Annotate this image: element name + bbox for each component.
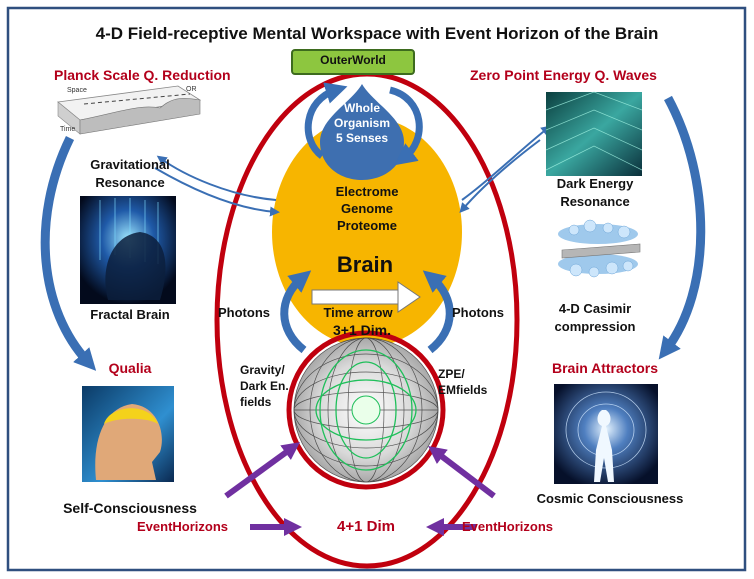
event-arrow-right-diag (428, 445, 496, 499)
brain-attractors-heading: Brain Attractors (551, 360, 659, 376)
arrow-right-to-brain (459, 139, 541, 214)
resonance-label: Resonance (95, 175, 165, 190)
event-horizons-left-label: EventHorizons (137, 519, 229, 534)
genome-label: Genome (340, 201, 393, 216)
casimir-label-1: 4-D Casimir (558, 301, 632, 316)
fractal-brain-image (80, 196, 176, 304)
zpe-heading: Zero Point Energy Q. Waves (470, 67, 657, 83)
planck-space-label: Space (67, 87, 87, 94)
organism-arrow-right (388, 86, 423, 166)
casimir-label-2: compression (554, 319, 636, 334)
event-arrow-left-diag (224, 442, 301, 499)
time-arrow-head (397, 281, 421, 313)
outer-frame (6, 6, 747, 572)
wireframe-globe (293, 337, 439, 483)
cosmic-image (554, 384, 658, 484)
photons-right-label: Photons (452, 305, 504, 320)
organism-label-3: 5 Senses (335, 131, 389, 145)
gravity-label-1: Gravity/ (240, 363, 285, 377)
dim4-label: 4+1 Dim (337, 518, 395, 535)
time-arrow-label: Time arrow (323, 305, 393, 320)
organism-label-2: Organism (333, 116, 390, 130)
casimir-image (558, 219, 641, 278)
electrome-label: Electrome (335, 184, 399, 199)
inner-red-circle (286, 330, 446, 490)
page-title: 4-D Field-receptive Mental Workspace wit… (95, 24, 659, 43)
outer-world-box (291, 49, 415, 75)
zpe-label-2: EMfields (438, 383, 488, 397)
photons-left-label: Photons (218, 305, 270, 320)
planck-surface-image (57, 85, 202, 135)
dark-energy-label: Dark Energy (556, 176, 634, 191)
photons-arrow-left (280, 270, 312, 354)
photons-arrow-right (422, 270, 454, 354)
organism-arrow-left (304, 82, 348, 159)
right-side-arc (658, 95, 706, 360)
gravitational-label: Gravitational (90, 157, 170, 172)
self-consciousness-label: Self-Consciousness (63, 500, 197, 516)
qualia-image (82, 386, 174, 482)
dim3-label: 3+1 Dim. (333, 322, 391, 338)
dark-resonance-label: Resonance (560, 194, 630, 209)
organism-drop (320, 84, 404, 180)
fractal-brain-label: Fractal Brain (90, 307, 170, 322)
cosmic-consciousness-label: Cosmic Consciousness (536, 491, 684, 506)
time-arrow-shaft (311, 289, 401, 305)
arrow-left-to-brain (154, 167, 280, 217)
planck-or-label: OR (186, 86, 197, 93)
planck-heading: Planck Scale Q. Reduction (54, 67, 231, 83)
arrow-brain-to-left (156, 155, 277, 201)
gravity-label-3: fields (240, 395, 272, 409)
zpe-label-1: ZPE/ (438, 367, 465, 381)
gravity-label-2: Dark En. (240, 379, 289, 393)
qualia-heading: Qualia (108, 360, 152, 376)
planck-time-label: Time (60, 126, 76, 133)
event-horizons-right-label: EventHorizons (462, 519, 554, 534)
arrow-brain-to-right (461, 125, 552, 201)
left-side-arc (40, 136, 97, 371)
zpe-waves-image (545, 91, 643, 176)
proteome-label: Proteome (337, 218, 397, 233)
outer-world-label: OuterWorld (320, 53, 386, 67)
organism-label-1: Whole (344, 101, 380, 115)
brain-label: Brain (336, 252, 394, 277)
